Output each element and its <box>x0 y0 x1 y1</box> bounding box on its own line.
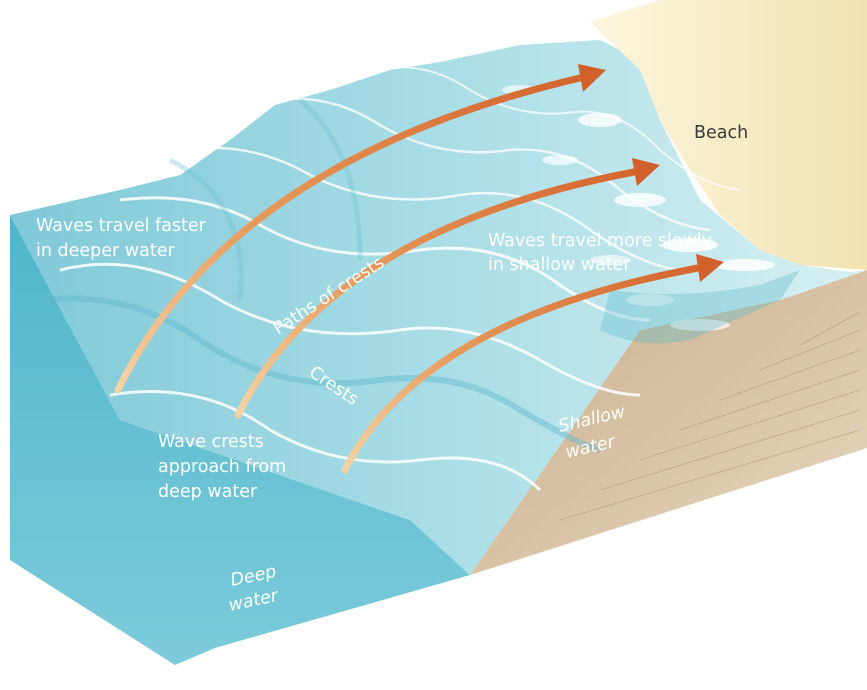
label-approach-line2: approach from <box>158 457 286 477</box>
label-approach-line1: Wave crests <box>158 432 264 452</box>
label-approach-line3: deep water <box>158 482 258 502</box>
label-fast-line2: in deeper water <box>36 241 175 261</box>
label-slow-line2: in shallow water <box>488 255 631 275</box>
label-slow-line1: Waves travel more slowly <box>488 231 712 251</box>
label-fast-line1: Waves travel faster <box>36 216 207 236</box>
label-beach: Beach <box>694 123 748 143</box>
